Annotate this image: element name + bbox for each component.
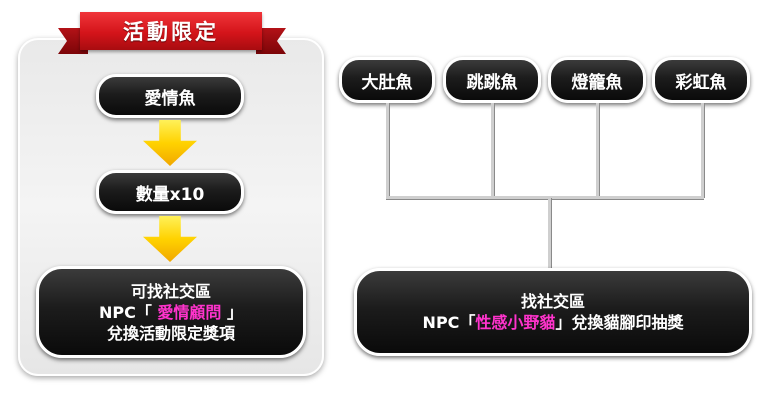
- connector-line: [701, 103, 704, 198]
- lottery-reward-line1: 找社交區: [520, 292, 585, 311]
- connector-line: [596, 103, 599, 198]
- connector-line: [386, 103, 389, 198]
- connector-line: [386, 196, 704, 199]
- connector-line: [491, 103, 494, 198]
- fish-rainbow: 彩虹魚: [652, 57, 750, 103]
- fish-lantern: 燈籠魚: [548, 57, 646, 103]
- event-banner: 活動限定: [80, 12, 262, 50]
- step-quantity-label: 數量x10: [135, 184, 205, 205]
- fish-mudskipper: 跳跳魚: [443, 57, 541, 103]
- lottery-reward-box: 找社交區 NPC「性感小野貓」兌換貓腳印抽獎: [354, 268, 752, 356]
- npc-sexy-kitten: 性感小野貓: [475, 313, 556, 332]
- npc-love-consultant: 愛情顧問: [157, 302, 222, 322]
- step-love-fish: 愛情魚: [96, 74, 244, 118]
- step-quantity: 數量x10: [96, 170, 244, 214]
- connector-line: [548, 198, 551, 270]
- event-banner-label: 活動限定: [123, 20, 219, 44]
- event-reward-box: 可找社交區 NPC「 愛情顧問 」 兌換活動限定獎項: [36, 266, 306, 358]
- lottery-reward-line2: NPC「性感小野貓」兌換貓腳印抽獎: [422, 313, 684, 332]
- step-love-fish-label: 愛情魚: [144, 88, 196, 109]
- event-reward-line3: 兌換活動限定獎項: [106, 323, 235, 343]
- fish-big-belly: 大肚魚: [339, 57, 435, 103]
- event-reward-line2: NPC「 愛情顧問 」: [98, 302, 244, 322]
- event-reward-line1: 可找社交區: [130, 281, 211, 301]
